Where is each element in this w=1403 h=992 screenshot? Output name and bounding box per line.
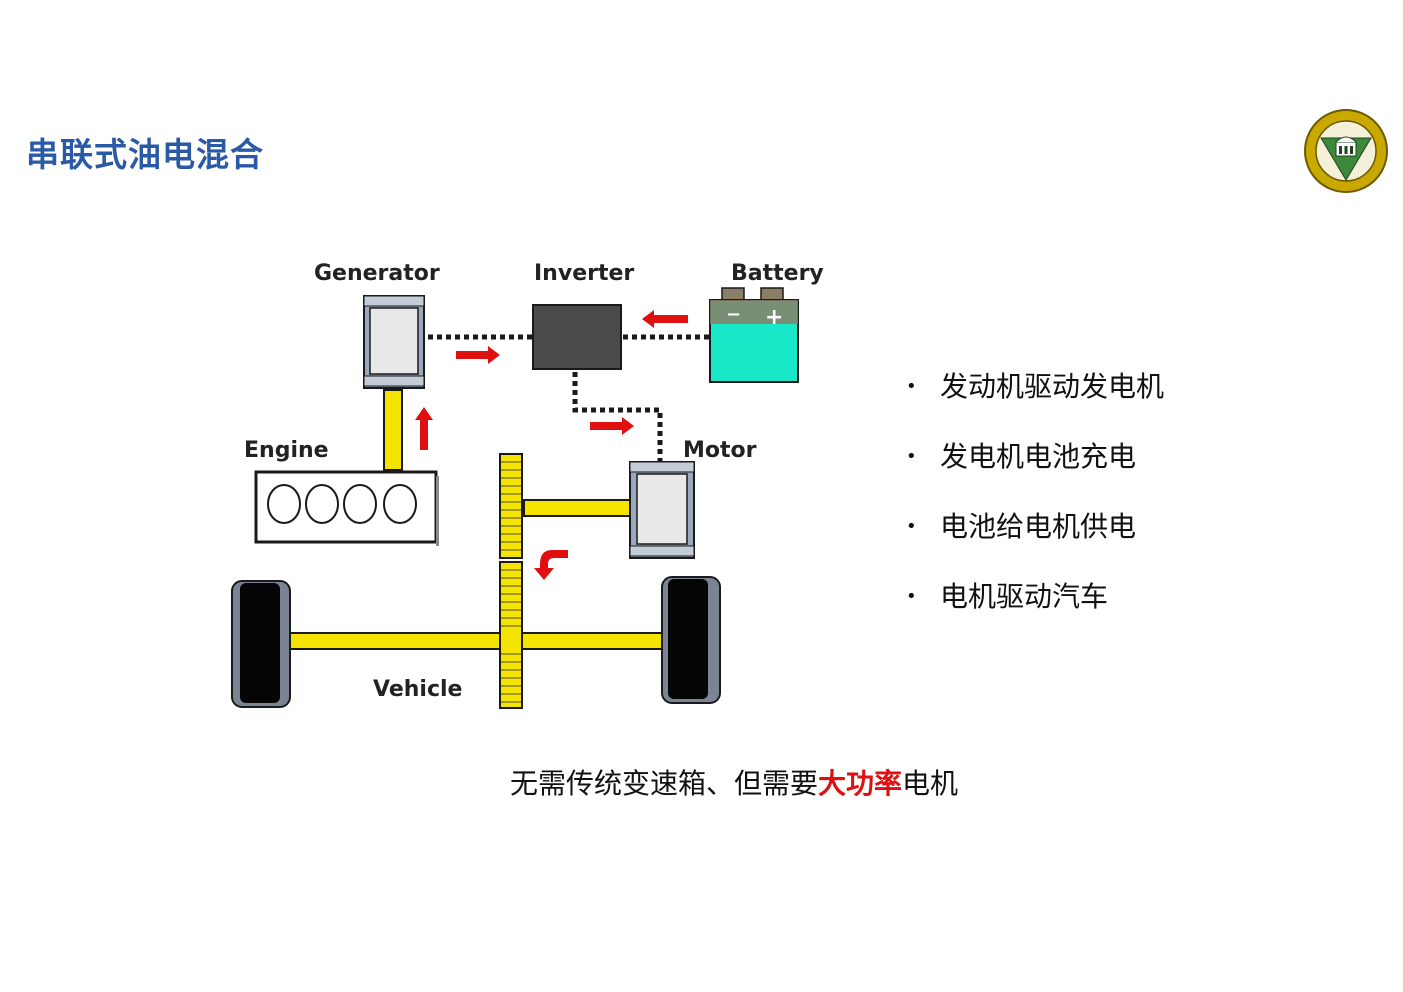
left-wheel: [231, 580, 291, 708]
gear-stack: [499, 453, 523, 709]
svg-text:+: +: [765, 305, 783, 330]
battery-unit: − +: [709, 287, 799, 383]
vehicle-label: Vehicle: [373, 677, 462, 702]
list-item: • 电机驱动汽车: [906, 562, 1164, 632]
arrow-left-icon: [642, 310, 688, 328]
bullet-list: • 发动机驱动发电机 • 发电机电池充电 • 电池给电机供电 • 电机驱动汽车: [906, 352, 1164, 632]
motor-label: Motor: [683, 438, 757, 463]
caption-prefix: 无需传统变速箱、但需要: [510, 767, 819, 800]
bullet-icon: •: [906, 446, 917, 467]
bullet-text: 发动机驱动发电机: [940, 370, 1165, 403]
page-title: 串联式油电混合: [26, 135, 264, 174]
bullet-icon: •: [906, 516, 917, 537]
bullet-icon: •: [906, 586, 917, 607]
arrow-right-icon: [456, 346, 500, 364]
list-item: • 发电机电池充电: [906, 422, 1164, 492]
generator-unit: [363, 295, 425, 389]
bullet-text: 发电机电池充电: [940, 440, 1137, 473]
university-seal-logo: [1304, 109, 1388, 193]
caption: 无需传统变速箱、但需要大功率电机: [510, 762, 958, 802]
caption-suffix: 电机: [902, 767, 959, 800]
caption-highlight: 大功率: [818, 767, 903, 800]
arrow-up-icon: [415, 407, 433, 450]
bullet-icon: •: [906, 376, 917, 397]
right-wheel: [661, 576, 721, 704]
curved-arrow-icon: [534, 550, 568, 580]
energy-flow-arrows: [415, 310, 688, 580]
electrical-connections: [428, 334, 710, 462]
bullet-text: 电机驱动汽车: [940, 580, 1109, 613]
series-hybrid-diagram: Generator Inverter Battery Engine Motor …: [231, 261, 824, 709]
inverter-label: Inverter: [534, 261, 634, 286]
list-item: • 电池给电机供电: [906, 492, 1164, 562]
arrow-right-icon: [590, 417, 634, 435]
generator-label: Generator: [314, 261, 440, 286]
list-item: • 发动机驱动发电机: [906, 352, 1164, 422]
svg-text:−: −: [726, 304, 741, 325]
engine-unit: [254, 470, 439, 546]
bullet-text: 电池给电机供电: [940, 510, 1137, 543]
inverter-box: [532, 304, 622, 370]
battery-label: Battery: [731, 261, 824, 286]
mechanical-shafts: [289, 389, 663, 650]
engine-label: Engine: [244, 438, 329, 463]
motor-unit: [629, 461, 695, 559]
